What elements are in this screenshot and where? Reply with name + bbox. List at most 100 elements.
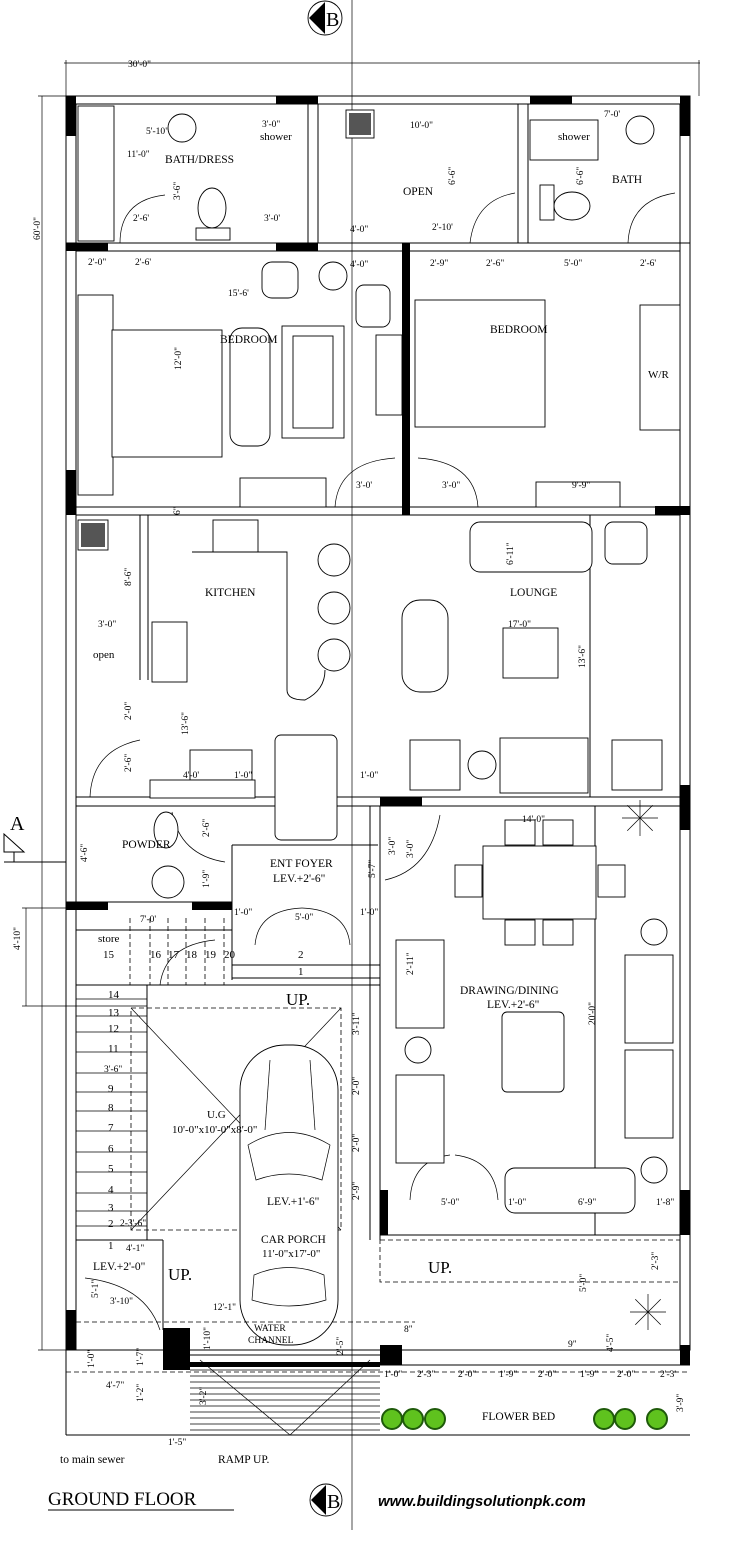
- coffee-table: [501, 1011, 565, 1093]
- stair-step-number: 3: [108, 1202, 114, 1214]
- room-label-ent-foyer: ENT FOYER: [270, 858, 333, 870]
- stair-step-number: 2: [298, 949, 304, 961]
- stair-step-number: 11: [108, 1043, 119, 1055]
- dimension-label: 6'-6": [576, 167, 586, 185]
- dimension-label: 13'-6": [181, 712, 191, 735]
- label-wardrobe: W/R: [648, 369, 669, 381]
- bar-stool: [317, 543, 351, 577]
- dimension-labels: 30'-0"60'-0"5'-10"3'-0"11'-0"3'-6"2'-6'3…: [13, 60, 686, 1448]
- stove-icon: [212, 519, 259, 553]
- label-foyer-level: LEV.+2'-6": [273, 873, 325, 885]
- dimension-label: 4'-1": [126, 1244, 144, 1254]
- stair-step-number: 19: [205, 949, 217, 961]
- toilet-icon: [153, 811, 179, 849]
- section-mark-b-top: B: [307, 0, 343, 36]
- label-store: store: [98, 933, 120, 945]
- front-dashed-lines: [66, 1239, 690, 1373]
- label-ug-tank-size: 10'-0"x10'-0"x8'-0": [172, 1124, 257, 1136]
- label-flower-bed: FLOWER BED: [482, 1411, 555, 1423]
- label-up-front: UP.: [428, 1258, 452, 1277]
- sink-icon: [625, 115, 655, 145]
- label-open-side: open: [93, 649, 115, 661]
- website-label: www.buildingsolutionpk.com: [378, 1493, 586, 1510]
- dimension-label: 3'-9": [676, 1394, 686, 1412]
- stair-step-number: 13: [108, 1007, 120, 1019]
- dimension-label: 3'-0": [262, 120, 280, 130]
- dimension-label: 2'-11": [406, 952, 416, 975]
- section-mark-a: A: [3, 813, 66, 863]
- shower-tray: [529, 119, 599, 161]
- dimension-label: 2'-6": [124, 754, 134, 772]
- sofa-icon: [624, 954, 674, 1044]
- dimension-label: 3'-10": [110, 1297, 133, 1307]
- dimension-label: 3'-0": [406, 840, 416, 858]
- bed-right: [414, 299, 546, 428]
- bar-stool: [317, 591, 351, 625]
- label-shower-right: shower: [558, 131, 590, 143]
- dimension-label: 3'-11": [352, 1012, 362, 1035]
- dimension-label: 5'-0": [295, 913, 313, 923]
- stair-step-number: 6: [108, 1143, 114, 1155]
- dimension-label: 2'-6': [133, 214, 149, 224]
- dimension-label: 2'-6": [486, 259, 504, 269]
- dimension-label: 3'-0": [388, 837, 398, 855]
- dimension-label: 2'-5": [336, 1337, 346, 1355]
- label-water-channel: WATER: [254, 1324, 286, 1334]
- dimension-label: 1'-9": [202, 870, 212, 888]
- stair-step-number: 9: [108, 1083, 114, 1095]
- shrub-icon: [614, 1408, 636, 1430]
- sofa-icon: [504, 1167, 636, 1214]
- dimension-label: 3'-2": [199, 1387, 209, 1405]
- dimension-label: 6'-6": [448, 167, 458, 185]
- dimension-label: 30'-0": [128, 60, 151, 70]
- label-up-stairs: UP.: [286, 990, 310, 1009]
- plant-icon: [630, 1294, 666, 1330]
- dimension-label: 2-3'-6": [120, 1219, 146, 1229]
- dimension-label: 3'-0': [264, 214, 280, 224]
- dimension-label: 2'-9": [352, 1182, 362, 1200]
- dimension-label: 2'-0": [88, 258, 106, 268]
- bar-stool: [317, 638, 351, 672]
- stair-step-number: 7: [108, 1122, 114, 1134]
- dimension-label: 4'-0': [183, 771, 199, 781]
- dimension-label: 4'-0": [350, 225, 368, 235]
- room-label-kitchen: KITCHEN: [205, 587, 256, 599]
- label-main-sewer: to main sewer: [60, 1454, 125, 1466]
- plant-icon: [622, 800, 658, 836]
- dimension-label: 9": [568, 1340, 577, 1350]
- dimension-label: 12'-0": [174, 347, 184, 370]
- dimension-label: 1'-0": [234, 908, 252, 918]
- dimension-label: 4'-6": [80, 844, 90, 862]
- dimension-label: 1'-2": [136, 1384, 146, 1402]
- dimension-label: 1'-0": [384, 1370, 402, 1380]
- lamp-icon: [467, 750, 497, 780]
- dimension-label: 2'-0": [458, 1370, 476, 1380]
- dimension-label: 2'-3': [660, 1370, 676, 1380]
- stair-step-number: 8: [108, 1102, 114, 1114]
- sofa-icon: [469, 521, 593, 573]
- dimension-label: 7'-0': [604, 110, 620, 120]
- armchair: [401, 599, 449, 693]
- ramp: [190, 1359, 380, 1436]
- dimension-label: 1'-0": [87, 1350, 97, 1368]
- dimension-label: 1'-0": [360, 908, 378, 918]
- toilet-icon: [553, 191, 591, 221]
- dimension-label: 1'-7": [136, 1348, 146, 1366]
- toilet-icon: [197, 187, 227, 229]
- dimension-label: 4'-5": [606, 1334, 616, 1352]
- dimension-label: 10'-0": [410, 121, 433, 131]
- sink-icon: [167, 113, 197, 143]
- section-label: B: [327, 1491, 340, 1513]
- sink-icon: [151, 865, 185, 899]
- dimension-label: 11'-0": [127, 150, 150, 160]
- dimension-label: 8'-6": [124, 568, 134, 586]
- sofa-icon: [395, 939, 445, 1029]
- stair-step-number: 20: [224, 949, 236, 961]
- stair-step-number: 14: [108, 989, 120, 1001]
- dimension-label: 2'-0": [538, 1370, 556, 1380]
- shrub-icon: [646, 1408, 668, 1430]
- wardrobe-right: [639, 304, 681, 431]
- dimension-label: 6'-9": [578, 1198, 596, 1208]
- dimension-label: 20'-0": [588, 1002, 598, 1025]
